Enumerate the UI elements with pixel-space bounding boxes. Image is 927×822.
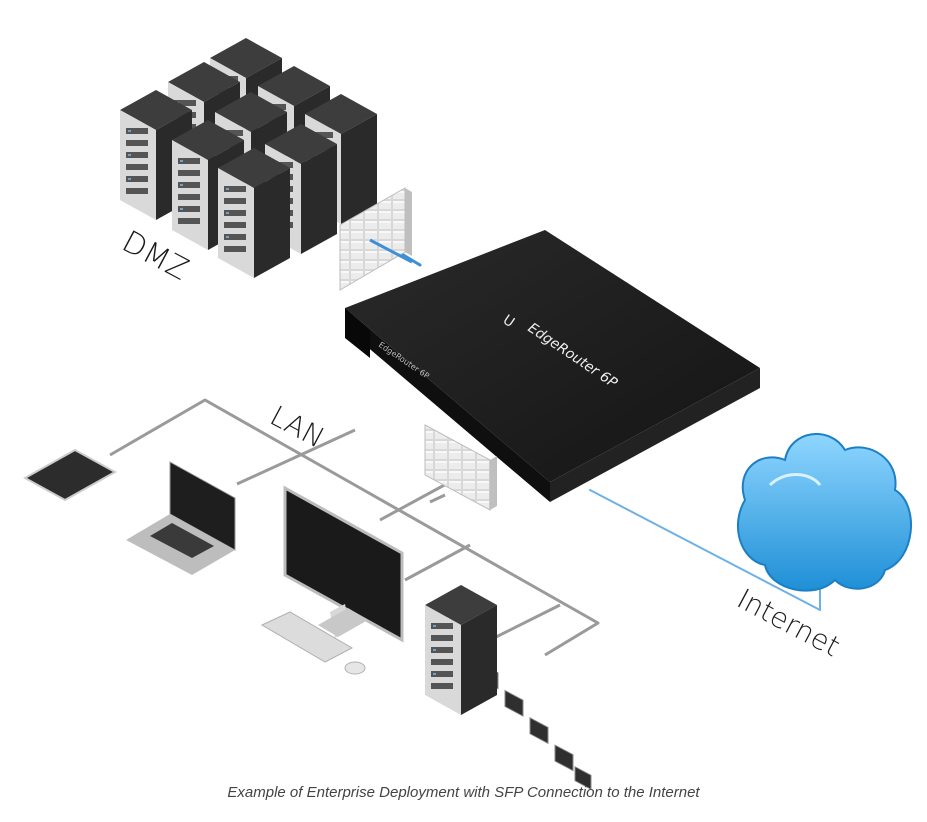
lan-cables xyxy=(109,398,600,657)
laptop-icon xyxy=(126,461,236,575)
lan-firewall xyxy=(424,424,497,511)
mouse-icon xyxy=(344,661,366,675)
cloud-icon xyxy=(736,433,912,592)
tablet-icon xyxy=(22,448,118,502)
keyboard-icon xyxy=(260,611,354,663)
edge-router: U EdgeRouter 6P EdgeRouter 6P xyxy=(345,230,760,791)
figure-caption: Example of Enterprise Deployment with SF… xyxy=(227,784,700,801)
server-rack-icon xyxy=(425,585,497,715)
dmz-firewall xyxy=(339,187,413,291)
server-rack-icon xyxy=(218,148,290,278)
lan-server xyxy=(425,585,497,715)
desktop-icon xyxy=(283,485,404,643)
